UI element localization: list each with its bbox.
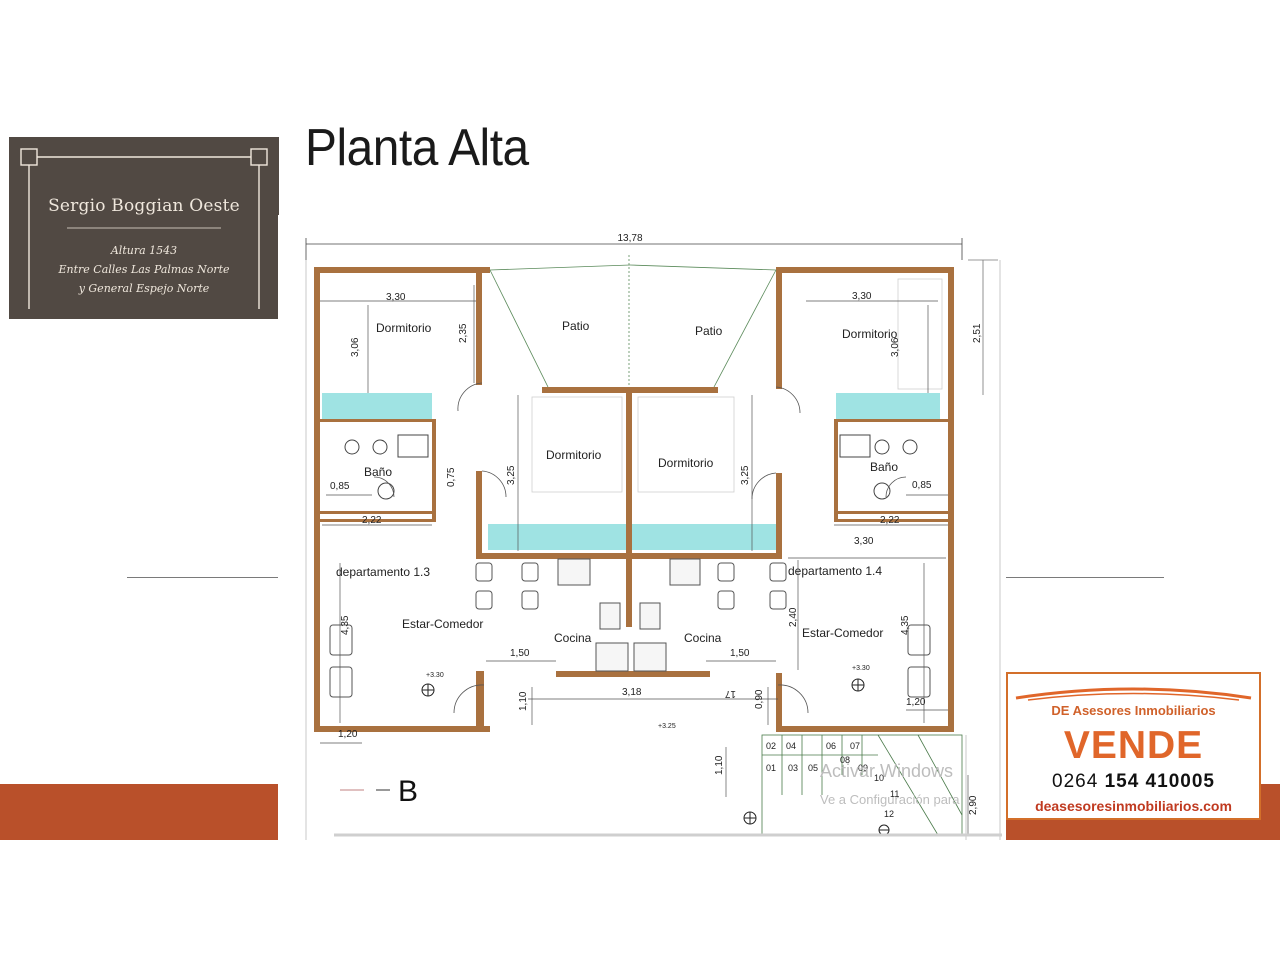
dim-290: 2,90 (968, 795, 979, 815)
walls (314, 267, 954, 732)
room-estar-1: Estar-Comedor (402, 617, 483, 631)
side-rule-right (1006, 577, 1164, 578)
closet-center-left (488, 524, 626, 550)
stair-step: 02 (766, 741, 776, 751)
bath-fixtures (344, 434, 918, 500)
closet-right (836, 393, 940, 419)
stair-step: 12 (884, 809, 894, 819)
vende-phone: 0264 154 410005 (1008, 771, 1259, 793)
dim-306-2: 3,06 (890, 337, 901, 357)
vende-word: VENDE (1063, 724, 1204, 767)
room-dormitorio-4: Dormitorio (842, 327, 898, 341)
dim-318: 3,18 (622, 687, 642, 698)
stair-step: 07 (850, 741, 860, 751)
dim-306-1: 3,06 (350, 337, 361, 357)
stair-step: 10 (874, 773, 884, 783)
dimension-lines (320, 285, 969, 835)
vende-box: DE Asesores Inmobiliarios VENDE 0264 154… (1006, 672, 1261, 820)
level-markers (421, 678, 890, 836)
vende-company: DE Asesores Inmobiliarios (1051, 703, 1216, 718)
level-325: +3.25 (658, 723, 676, 730)
plan-title: Planta Alta (305, 119, 529, 177)
dim-085-2: 0,85 (912, 480, 932, 491)
stair-step: 05 (808, 763, 818, 773)
roof-logo (1015, 687, 1252, 701)
logo-frame (20, 148, 268, 309)
room-patio-1: Patio (562, 319, 590, 333)
vende-website: deasesoresinmobiliarios.com (1035, 798, 1232, 814)
kitchen (557, 558, 701, 672)
side-rule-left (127, 577, 278, 578)
logo-box: Sergio Boggian Oeste Altura 1543 Entre C… (9, 137, 279, 319)
stair-step: 08 (840, 755, 850, 765)
stair-step: 04 (786, 741, 796, 751)
logo-address-3: y General Espejo Norte (78, 282, 210, 295)
dim-150-1: 1,50 (510, 648, 530, 659)
stair-step: 09 (858, 763, 868, 773)
dim-325-1: 3,25 (506, 465, 517, 485)
section-label: B (398, 775, 418, 808)
dim-240: 2,40 (788, 607, 799, 627)
room-dep-13: departamento 1.3 (336, 565, 430, 579)
closet-left (322, 393, 432, 419)
vende-phone-number: 154 410005 (1104, 771, 1215, 792)
dim-435-2: 4,35 (900, 615, 911, 635)
dim-435-1: 4,35 (340, 615, 351, 635)
dim-17: 17 (724, 688, 736, 699)
room-bano-2: Baño (870, 460, 898, 474)
room-dormitorio-1: Dormitorio (376, 321, 432, 335)
doors (373, 382, 907, 714)
dim-overall-width: 13,78 (617, 233, 642, 244)
stair-step: 03 (788, 763, 798, 773)
stair (761, 734, 963, 836)
closet-center-right (632, 524, 778, 550)
room-cocina-1: Cocina (554, 631, 592, 645)
stair-step: 01 (766, 763, 776, 773)
dim-330-3: 3,30 (854, 536, 874, 547)
dim-110-2: 1,10 (714, 755, 725, 775)
room-dormitorio-2: Dormitorio (546, 448, 602, 462)
dim-120-1: 1,20 (338, 729, 358, 740)
dim-235: 2,35 (458, 323, 469, 343)
furniture (531, 278, 943, 493)
logo-address-1: Altura 1543 (110, 244, 178, 257)
dim-222-2: 2,22 (880, 515, 900, 526)
level-330-2: +3.30 (852, 665, 870, 672)
logo-address-2: Entre Calles Las Palmas Norte (58, 263, 230, 276)
room-cocina-2: Cocina (684, 631, 722, 645)
dim-330-2: 3,30 (852, 291, 872, 302)
dim-090: 0,90 (754, 689, 765, 709)
room-patio-2: Patio (695, 324, 723, 338)
room-dormitorio-3: Dormitorio (658, 456, 714, 470)
dim-075: 0,75 (446, 467, 457, 487)
watermark-line-1: Activar Windows (820, 761, 954, 781)
chairs (329, 562, 931, 698)
floor-plan: 13,78 (278, 215, 1006, 840)
room-estar-2: Estar-Comedor (802, 626, 883, 640)
room-bano-1: Baño (364, 465, 392, 479)
slide: Sergio Boggian Oeste Altura 1543 Entre C… (0, 119, 1280, 840)
dim-120-2: 1,20 (906, 697, 926, 708)
level-330-1: +3.30 (426, 672, 444, 679)
dim-251: 2,51 (972, 323, 983, 343)
stair-step: 11 (890, 789, 899, 799)
dim-222-1: 2,22 (362, 515, 382, 526)
dim-330-1: 3,30 (386, 292, 406, 303)
logo-name: Sergio Boggian Oeste (48, 196, 240, 216)
stair-step: 06 (826, 741, 836, 751)
dim-085-1: 0,85 (330, 481, 350, 492)
dim-325-2: 3,25 (740, 465, 751, 485)
room-dep-14: departamento 1.4 (788, 564, 882, 578)
vende-phone-prefix: 0264 (1052, 771, 1099, 792)
dim-110-1: 1,10 (518, 691, 529, 711)
patio-lines (489, 255, 777, 388)
dim-150-2: 1,50 (730, 648, 750, 659)
watermark-line-2: Ve a Configuración para (820, 792, 960, 807)
